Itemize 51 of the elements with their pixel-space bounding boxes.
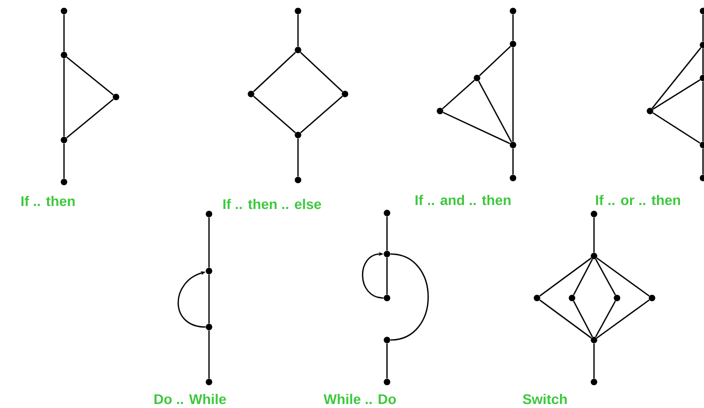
edge-line [386, 343, 388, 379]
edge-line [652, 47, 702, 109]
edge-line [652, 112, 700, 144]
edge-line [539, 300, 592, 338]
edge-line [386, 216, 388, 251]
caption: Do .. While [154, 394, 226, 404]
edge-line [66, 56, 114, 96]
edge-line [66, 98, 114, 138]
curved-arrow [178, 271, 206, 328]
edge-line [652, 79, 700, 110]
caption: If .. then .. else [223, 198, 322, 210]
curved-edge [390, 253, 429, 341]
edge-line [63, 58, 65, 137]
caption: While .. Do [324, 394, 396, 404]
edge-line [573, 300, 593, 338]
edge-line [208, 274, 210, 324]
edge-line [512, 148, 514, 175]
edge-line [539, 258, 592, 296]
caption: Switch [522, 394, 567, 404]
edge-line [63, 143, 65, 179]
edge-line [297, 138, 299, 177]
curved-arrow [362, 252, 384, 299]
edge-line [442, 112, 510, 144]
edge-line [300, 96, 343, 134]
edge-line [63, 14, 65, 52]
edge-line [593, 343, 595, 379]
edge-line [512, 47, 514, 142]
edge-line [300, 52, 343, 92]
edge-line [253, 96, 296, 134]
edge-line [702, 81, 704, 142]
edge-line [512, 14, 514, 41]
edge-line [478, 80, 512, 142]
edge-line [253, 52, 296, 92]
edge-line [442, 80, 475, 110]
caption: If .. or .. then [596, 194, 680, 206]
edge-line [573, 258, 593, 296]
edge-line [596, 300, 650, 338]
edge-line [702, 148, 704, 175]
edge-line [595, 300, 616, 338]
edge-line [596, 258, 650, 296]
edge-line [386, 257, 388, 295]
caption: If .. and .. then [416, 194, 510, 206]
edge-line [297, 14, 299, 47]
edge-line [208, 217, 210, 268]
edge-line [702, 14, 704, 42]
edge-line [208, 330, 210, 379]
edge-line [595, 258, 616, 296]
edge-line [479, 46, 511, 76]
caption: If .. then [21, 196, 75, 206]
edge-line [702, 48, 704, 75]
edge-line [593, 217, 595, 253]
